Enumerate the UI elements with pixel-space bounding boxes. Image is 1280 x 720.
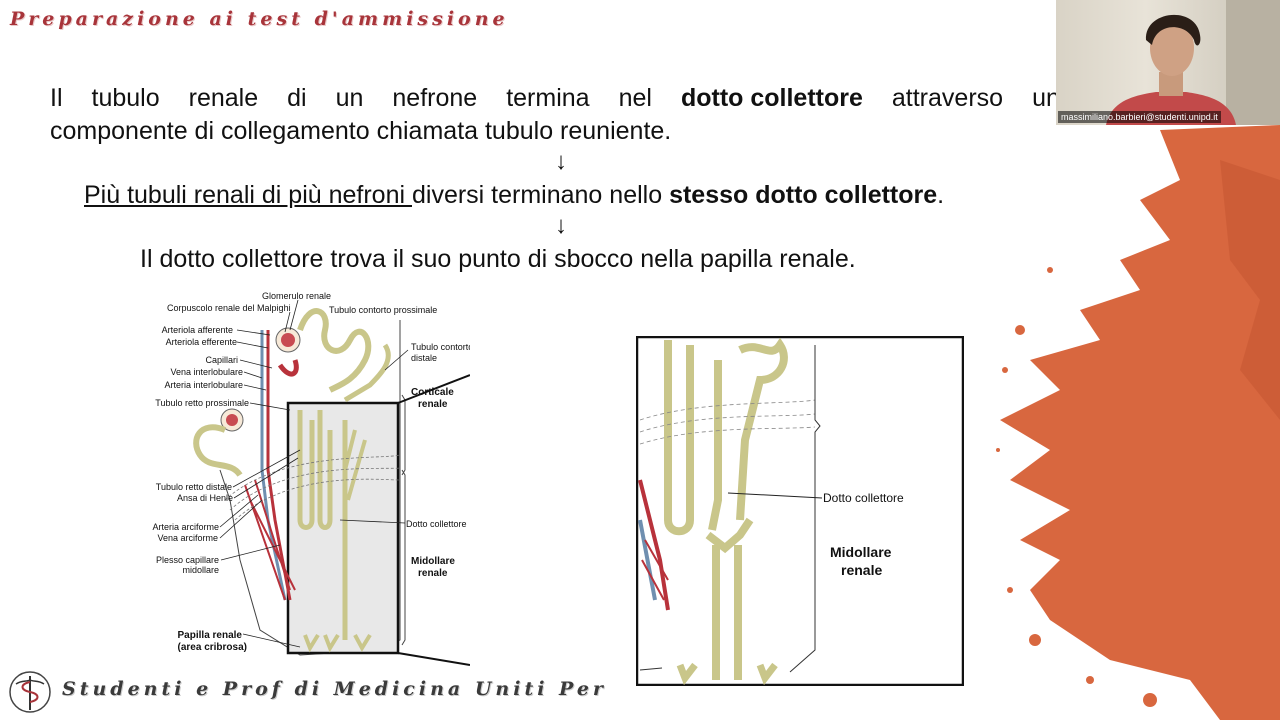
zoom-panel: Dotto collettore Midollare renale [636, 336, 964, 686]
zoom-label-dotto-collettore: Dotto collettore [823, 491, 904, 505]
label-dotto-collettore: Dotto collettore [406, 519, 467, 529]
paint-splash-decoration [996, 125, 1280, 720]
slide-line-2: componente di collegamento chiamata tubu… [50, 117, 672, 145]
label-arteriola-efferente: Arteriola efferente [166, 337, 237, 347]
label-papilla: (area cribrosa) [178, 642, 247, 653]
down-arrow-icon: ↓ [555, 212, 567, 239]
label-papilla: Papilla renale [178, 630, 243, 641]
label-tubulo-retto-prossimale: Tubulo retto prossimale [155, 398, 249, 408]
label-corpuscolo: Corpuscolo renale del Malpighi [167, 303, 291, 313]
word: tubulo [91, 84, 160, 112]
word: termina [506, 84, 590, 112]
label-tubulo-prossimale: Tubulo contorto prossimale [329, 305, 437, 315]
word: di [287, 84, 307, 112]
label-plesso: Plesso capillare [156, 555, 219, 565]
zoom-label-midollare: renale [841, 562, 882, 578]
word: renale [188, 84, 259, 112]
label-capillari: Capillari [205, 355, 238, 365]
label-tubulo-distale: Tubulo contorto [411, 342, 470, 352]
label-ansa-henle: Ansa di Henle [177, 493, 233, 503]
slide-line-3: Più tubuli renali di più nefroni diversi… [84, 181, 944, 210]
word: attraverso [891, 84, 1004, 112]
text: . [937, 181, 945, 209]
zoom-label-midollare: Midollare [830, 544, 892, 560]
label-corticale: renale [418, 399, 448, 410]
label-plesso: midollare [182, 565, 219, 575]
webcam-video: massimiliano.barbieri@studenti.unipd.it [1056, 0, 1280, 125]
label-tubulo-retto-distale: Tubulo retto distale [156, 482, 232, 492]
label-arteriola-afferente: Arteriola afferente [162, 325, 233, 335]
word: Il [50, 84, 63, 112]
nephron-diagram: Glomerulo renale Corpuscolo renale del M… [152, 291, 470, 666]
slide-line-4: Il dotto collettore trova il suo punto d… [140, 245, 856, 273]
word: nel [618, 84, 652, 112]
down-arrow-icon: ↓ [555, 148, 567, 175]
word: un [335, 84, 364, 112]
participant-name: massimiliano.barbieri@studenti.unipd.it [1058, 111, 1221, 123]
slide-line-1: Il tubulo renale di un nefrone termina n… [50, 84, 1060, 113]
text: diversi terminano nello [411, 181, 670, 209]
caduceus-logo-icon [9, 671, 51, 713]
underlined-text: Più tubuli renali di più nefroni [84, 181, 412, 209]
label-vena-interlobulare: Vena interlobulare [170, 367, 243, 377]
label-arteria-interlobulare: Arteria interlobulare [164, 380, 243, 390]
bold-term: stesso dotto collettore [669, 181, 938, 209]
bold-term: dotto collettore [680, 84, 863, 112]
label-midollare: Midollare [411, 556, 455, 567]
label-tubulo-distale: distale [411, 353, 437, 363]
label-vena-arciforme: Vena arciforme [157, 533, 218, 543]
label-arteria-arciforme: Arteria arciforme [152, 522, 219, 532]
footer-text: Studenti e Prof di Medicina Uniti Per [62, 678, 607, 700]
label-glomerulo: Glomerulo renale [262, 291, 331, 301]
presenter-silhouette [1106, 0, 1280, 125]
header-title: Preparazione ai test d'ammissione [10, 8, 509, 30]
label-corticale: Corticale [411, 387, 454, 398]
label-midollare: renale [418, 568, 448, 579]
word: un [1032, 84, 1060, 112]
word: nefrone [392, 84, 478, 112]
